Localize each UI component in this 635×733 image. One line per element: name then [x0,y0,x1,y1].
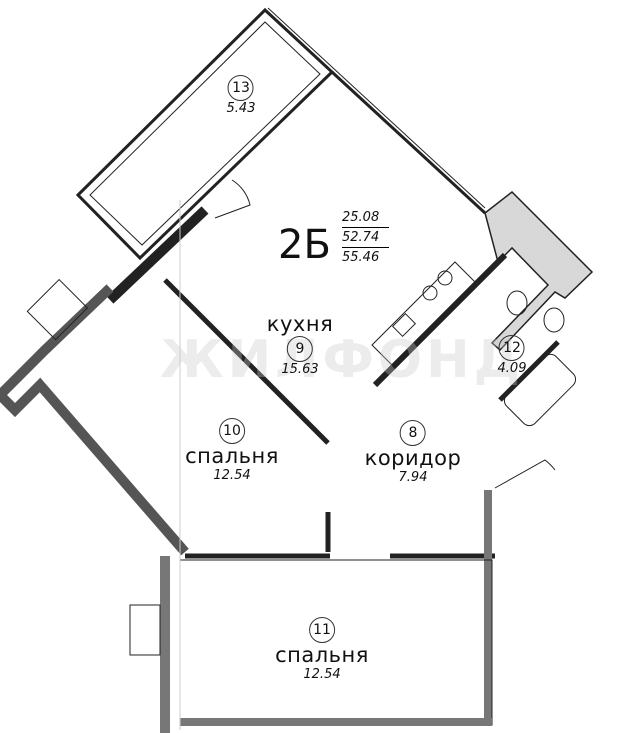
room-area: 15.63 [281,362,319,377]
room-area: 5.43 [226,101,256,116]
living-area: 25.08 [342,208,390,228]
room-number: 13 [227,75,254,101]
room-8-label: 8 коридор 7.94 [365,420,462,485]
kitchen-counter [371,261,479,369]
room-name: спальня [275,643,369,667]
room-area: 7.94 [398,470,428,485]
room-name: спальня [185,444,279,468]
room-12-label: 12 4.09 [497,335,527,376]
room-number: 8 [400,420,426,446]
bathroom-wall [484,191,594,352]
room-number: 12 [498,335,525,361]
room-number: 10 [219,418,245,444]
left-outer-wall [0,284,189,556]
apartment-type: 2Б [278,222,331,268]
balcony-outline [75,7,335,261]
room-name: кухня [266,312,334,336]
apartment-areas: 25.08 52.74 55.46 [342,208,390,267]
room-11-label: 11 спальня 12.54 [275,617,369,682]
room-number: 11 [309,617,335,643]
room-9-label: кухня 9 15.63 [267,312,333,377]
room-area: 12.54 [303,667,341,682]
watermark: ЖИЛФОНД [160,330,524,390]
room-number: 9 [287,336,313,362]
room-area: 12.54 [213,468,251,483]
total-area-with-balcony: 55.46 [342,250,380,265]
room-area: 4.09 [497,361,527,376]
total-area: 52.74 [342,228,390,248]
room-13-label: 13 5.43 [226,75,256,116]
room-name: коридор [364,446,462,470]
room-10-label: 10 спальня 12.54 [185,418,279,483]
